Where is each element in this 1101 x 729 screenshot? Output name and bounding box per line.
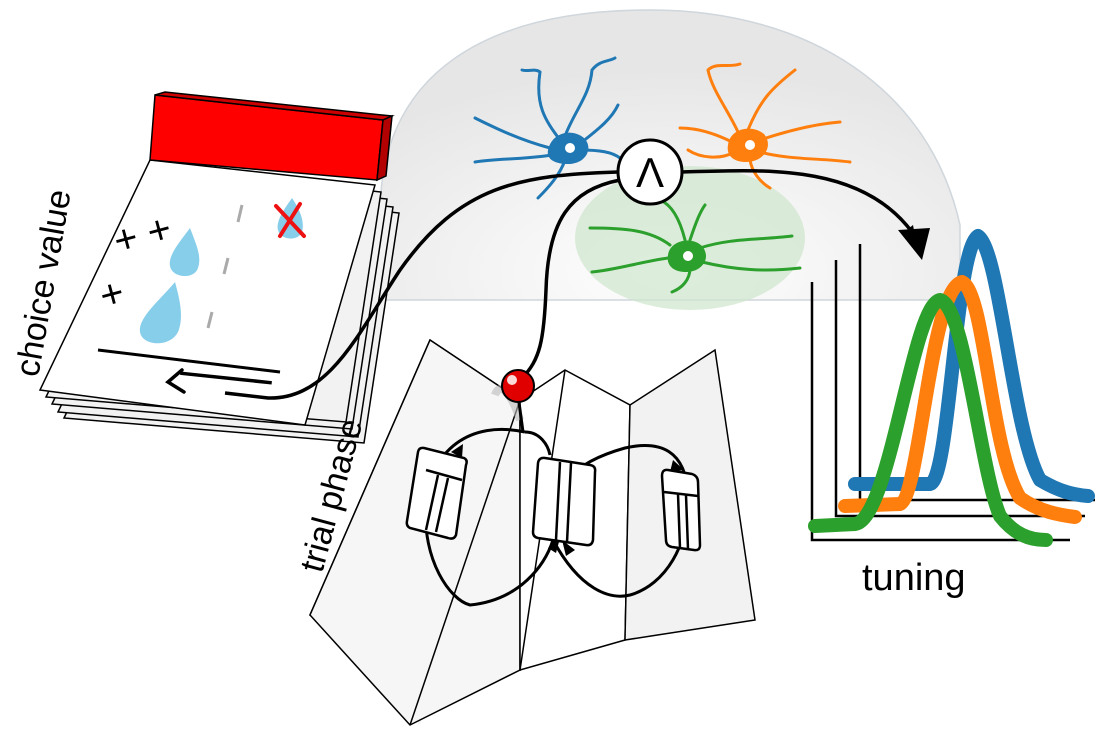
tuning-curves xyxy=(808,229,1095,547)
and-operator-symbol: Λ xyxy=(636,149,664,196)
maze-box-center xyxy=(531,456,597,547)
connector-to-pin xyxy=(520,178,621,380)
calendar-icon: + + + xyxy=(38,91,400,444)
droplet-icon-large xyxy=(139,282,182,344)
orange-neuron-icon xyxy=(678,62,852,190)
blue-neuron-icon xyxy=(473,56,622,200)
droplet-icon-small xyxy=(169,228,200,277)
tuning-curve-green xyxy=(808,293,1053,547)
and-operator-icon: Λ xyxy=(616,138,684,206)
green-neuron-icon xyxy=(588,198,802,294)
pin-icon xyxy=(501,369,535,433)
arrowhead-tuning xyxy=(898,228,930,260)
cross-icon xyxy=(274,202,306,238)
label-tuning: tuning xyxy=(862,557,966,599)
folded-map xyxy=(308,338,756,726)
maze-box-left xyxy=(405,446,468,540)
maze-box-right xyxy=(660,468,702,552)
tuning-curve-blue xyxy=(848,229,1095,503)
tuning-curve-orange xyxy=(838,275,1082,524)
arrow-to-calendar xyxy=(224,170,619,400)
arrow-to-tuning xyxy=(681,168,915,237)
